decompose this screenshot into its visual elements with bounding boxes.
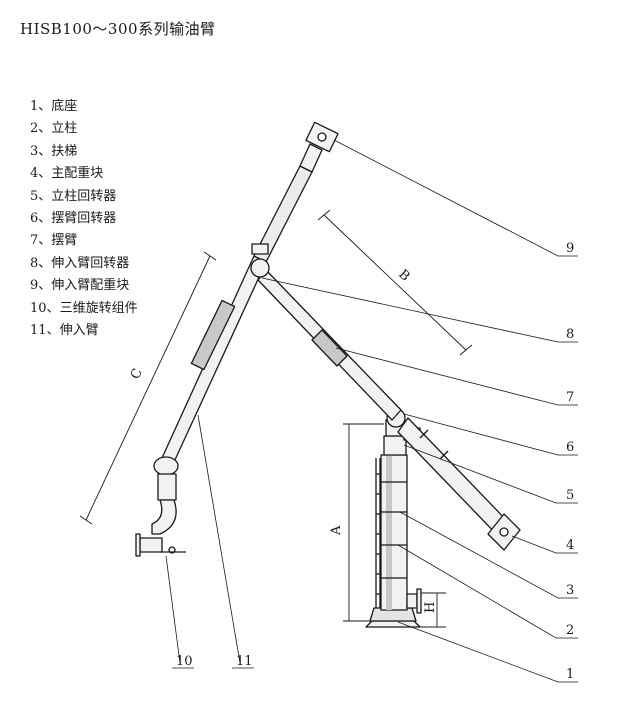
legend-item: 11、伸入臂 [30, 323, 99, 339]
parts-legend: 1、底座 2、立柱 3、扶梯 4、主配重块 5、立柱回转器 6、摆臂回转器 7、… [30, 96, 138, 342]
legend-item: 6、摆臂回转器 [30, 211, 117, 227]
callout-2: 2 [566, 623, 574, 638]
leader-6 [403, 413, 578, 456]
main-counterweight [487, 513, 521, 551]
leader-5 [403, 444, 578, 504]
callout-10: 10 [176, 654, 193, 669]
dimension-lines [79, 209, 473, 628]
dimension-label-b: B [395, 267, 412, 284]
leader-10 [165, 555, 181, 664]
legend-item: 3、扶梯 [30, 143, 78, 159]
counterweight-beam [397, 417, 513, 541]
leader-lines [165, 139, 578, 683]
legend-item: 4、主配重块 [30, 166, 104, 182]
leader-7 [335, 347, 578, 406]
base-plate [365, 607, 421, 628]
callout-4: 4 [566, 538, 574, 553]
diagram-title: HISB100～300系列输油臂 [20, 20, 216, 38]
callout-8: 8 [566, 327, 574, 342]
dimension-line-c [85, 255, 211, 521]
swivel-assembly [135, 456, 186, 557]
arm-elbow-joint [250, 243, 270, 278]
legend-item: 5、立柱回转器 [30, 188, 117, 204]
leader-11 [197, 414, 241, 664]
callout-5: 5 [566, 488, 574, 503]
leader-1 [397, 621, 578, 683]
callout-6: 6 [566, 440, 574, 455]
callout-11: 11 [236, 654, 253, 669]
callout-7: 7 [566, 390, 574, 405]
leader-2 [397, 544, 578, 639]
legend-item: 2、立柱 [30, 121, 78, 137]
leader-8 [261, 277, 578, 343]
dimension-label-h: H [423, 602, 438, 613]
leader-4 [511, 535, 578, 554]
callout-3: 3 [566, 583, 574, 598]
leader-3 [399, 511, 578, 599]
outer-arm [161, 165, 313, 463]
dimension-line-b [323, 214, 467, 351]
legend-item: 7、摆臂 [30, 233, 78, 249]
dimension-label-a: A [329, 525, 344, 536]
callout-9: 9 [566, 241, 574, 256]
leader-9 [333, 139, 578, 257]
column-inlet-flange [406, 588, 422, 614]
outer-arm-counterweight [299, 121, 339, 173]
callout-1: 1 [566, 667, 574, 682]
ladder [375, 458, 381, 608]
riser-column [380, 454, 408, 611]
dimension-label-c: C [128, 366, 146, 381]
legend-item: 1、底座 [30, 99, 78, 114]
legend-item: 10、三维旋转组件 [30, 300, 138, 316]
legend-item: 8、伸入臂回转器 [30, 255, 130, 271]
legend-item: 9、伸入臂配重块 [30, 278, 130, 294]
